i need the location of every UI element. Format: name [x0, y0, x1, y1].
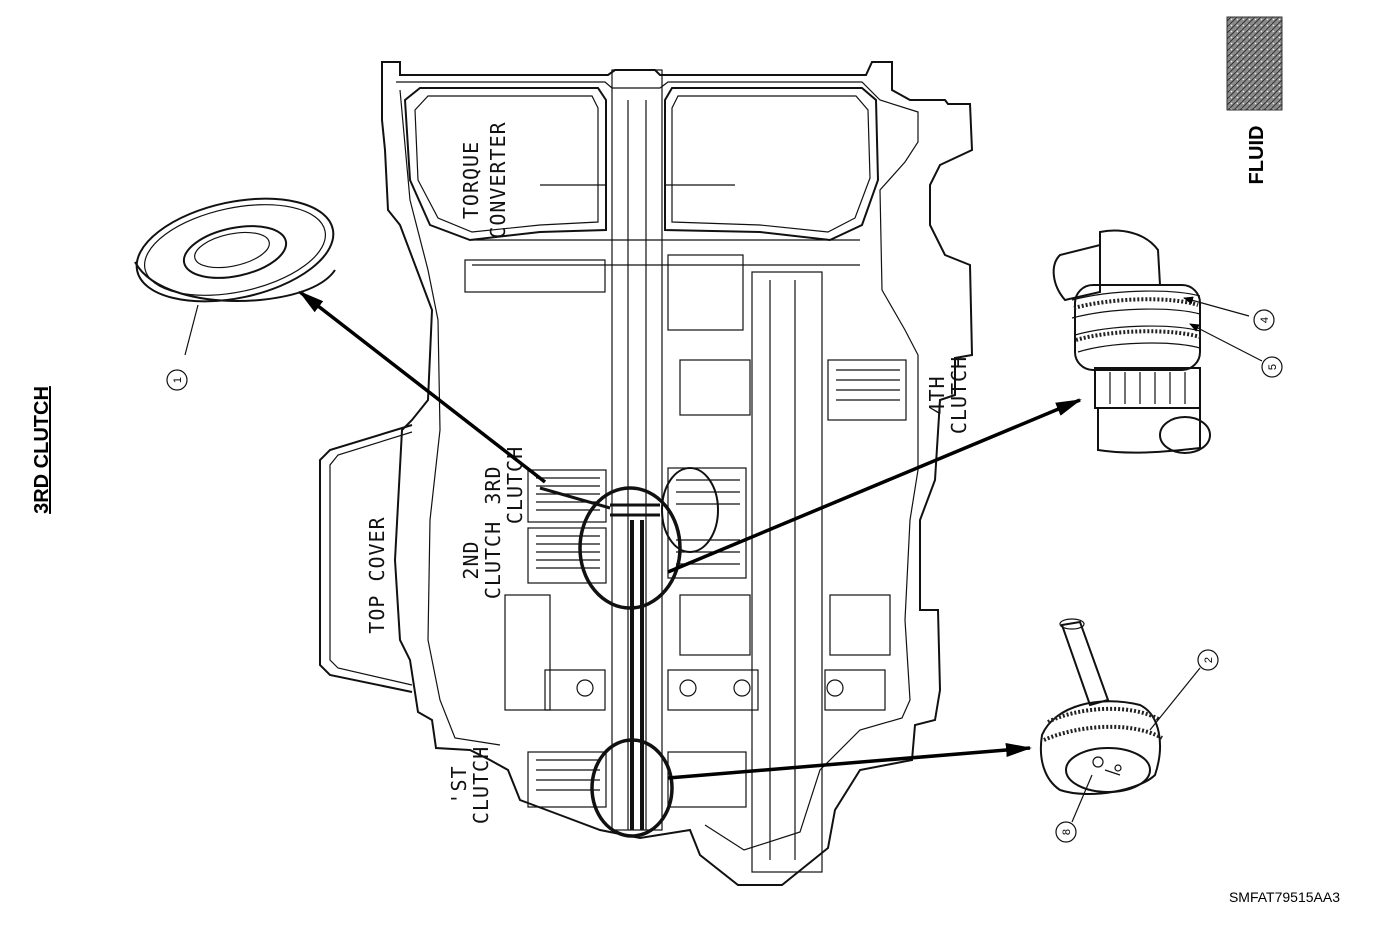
first-clutch-label-2: CLUTCH	[469, 746, 493, 824]
fluid-legend-swatch	[1226, 16, 1283, 111]
torque-converter-label-2: CONVERTER	[486, 121, 510, 238]
top-cover: TOP COVER	[319, 424, 413, 693]
fourth-clutch-label-1: 4TH	[925, 375, 949, 414]
callout-5: 5	[1261, 356, 1283, 378]
arrow-to-shaft-end	[667, 743, 1032, 780]
callout-8: 8	[1055, 821, 1077, 843]
clutch-packs	[504, 359, 907, 808]
fourth-clutch-pack	[827, 359, 907, 421]
torque-converter-label-1: TORQUE	[459, 141, 483, 219]
fluid-legend-label: FLUID	[1246, 126, 1268, 185]
callout-2: 2	[1197, 649, 1219, 671]
top-cover-label: TOP COVER	[365, 516, 389, 633]
arrow-to-seal	[298, 290, 547, 484]
svg-text:1: 1	[172, 377, 184, 383]
torque-converter: TORQUE CONVERTER	[403, 87, 880, 242]
shaft-end-part-illustration	[1039, 618, 1201, 823]
callout-1: 1	[166, 304, 199, 391]
third-clutch-label-1: 3RD	[481, 465, 505, 504]
arrow-to-shaft-assembly	[667, 398, 1082, 574]
fluid-circle-lower	[590, 738, 674, 838]
shaft-ring-part-illustration	[1052, 229, 1263, 454]
svg-text:2: 2	[1203, 657, 1215, 663]
seal-part-illustration	[134, 197, 336, 303]
second-clutch-label-1: 2ND	[459, 540, 483, 579]
svg-text:4: 4	[1259, 317, 1271, 323]
svg-text:8: 8	[1061, 829, 1073, 835]
figure-code: SMFAT79515AA3	[1229, 889, 1340, 905]
first-clutch-pack	[527, 751, 607, 808]
fluid-circle-upper	[578, 486, 682, 610]
fluid-passage	[539, 467, 719, 838]
svg-text:5: 5	[1267, 364, 1279, 370]
first-clutch-label-1: 'ST	[447, 765, 471, 804]
second-clutch-label-2: CLUTCH	[481, 521, 505, 599]
transmission-housing	[381, 61, 974, 886]
fourth-clutch-label-2: CLUTCH	[947, 356, 971, 434]
second-clutch-pack	[527, 527, 607, 584]
fluid-legend: FLUID	[1226, 16, 1283, 185]
callout-4: 4	[1253, 309, 1275, 331]
page-title: 3RD CLUTCH	[31, 386, 53, 514]
main-shaft	[464, 69, 860, 873]
